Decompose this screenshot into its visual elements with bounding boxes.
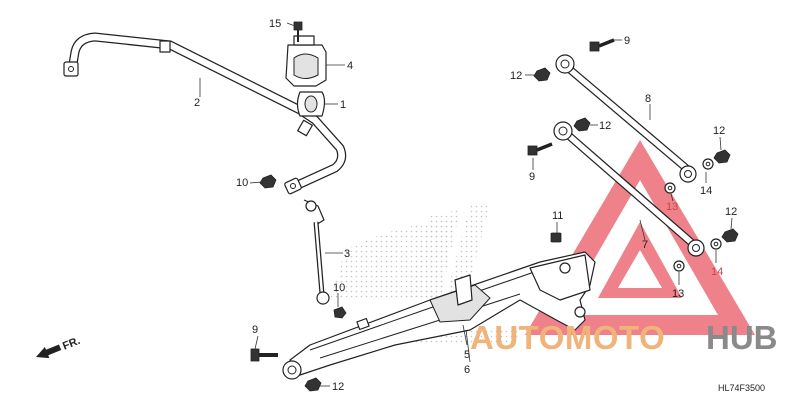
washer-14-b [710,238,722,250]
callout-14-a: 14 [700,185,712,197]
watermark-text: AUTOMOTO HUB [470,319,778,356]
bolt-9-upper [589,38,615,52]
callout-10-lower: 10 [333,282,345,294]
collar-13-a [664,182,676,194]
callout-9-middle: 9 [529,171,535,183]
swing-arm [282,251,596,380]
bolt-9-lower [250,348,278,362]
callout-10-upper: 10 [236,177,248,189]
lower-link-arm [553,121,705,257]
callout-12-b: 12 [599,120,611,132]
callout-12-c: 12 [713,125,725,137]
background-logo [330,205,520,345]
bolt-9-middle [527,142,553,156]
stabilizer-link [303,199,347,319]
callout-4: 4 [347,60,353,72]
callout-5: 5 [464,349,470,361]
watermark-brand-hub: HUB [706,319,778,356]
nut-12-d [721,228,739,243]
bushing-holder [285,35,327,87]
callout-9-upper: 9 [624,35,630,47]
nut-12-lower [304,377,322,392]
callout-8: 8 [645,93,651,105]
diagram-code: HL74F3500 [718,383,765,393]
callout-13-b: 13 [672,288,684,300]
upper-link-arm [555,54,697,183]
arrow-left-icon [36,344,62,359]
callout-1: 1 [340,99,346,111]
callout-15: 15 [269,18,281,30]
direction-label: FR. [61,335,82,353]
washer-14-a [702,158,714,170]
collar-13-b [673,260,685,272]
callout-7: 7 [642,239,648,251]
leader-lines [199,22,733,387]
callout-6: 6 [464,364,470,376]
callouts: 15 4 1 2 10 3 10 5 6 9 12 9 12 8 12 12 1… [194,18,737,393]
bushing [296,91,326,117]
part-11 [550,232,562,243]
callout-9-lower: 9 [252,324,258,336]
nut-12-a [533,67,551,82]
nut-12-c [713,149,731,164]
callout-14-b: 14 [711,266,723,278]
callout-11: 11 [552,210,563,222]
callout-3: 3 [344,248,350,260]
callout-12-lower: 12 [332,381,344,393]
callout-13-a: 13 [666,201,678,213]
callout-12-d: 12 [725,206,737,218]
callout-12-a: 12 [510,70,522,82]
nut-12-b [573,117,591,132]
front-direction-indicator: FR. [36,335,82,359]
nut-10-upper [259,174,277,189]
watermark-brand-main: AUTOMOTO [470,319,665,356]
callout-2: 2 [194,97,200,109]
